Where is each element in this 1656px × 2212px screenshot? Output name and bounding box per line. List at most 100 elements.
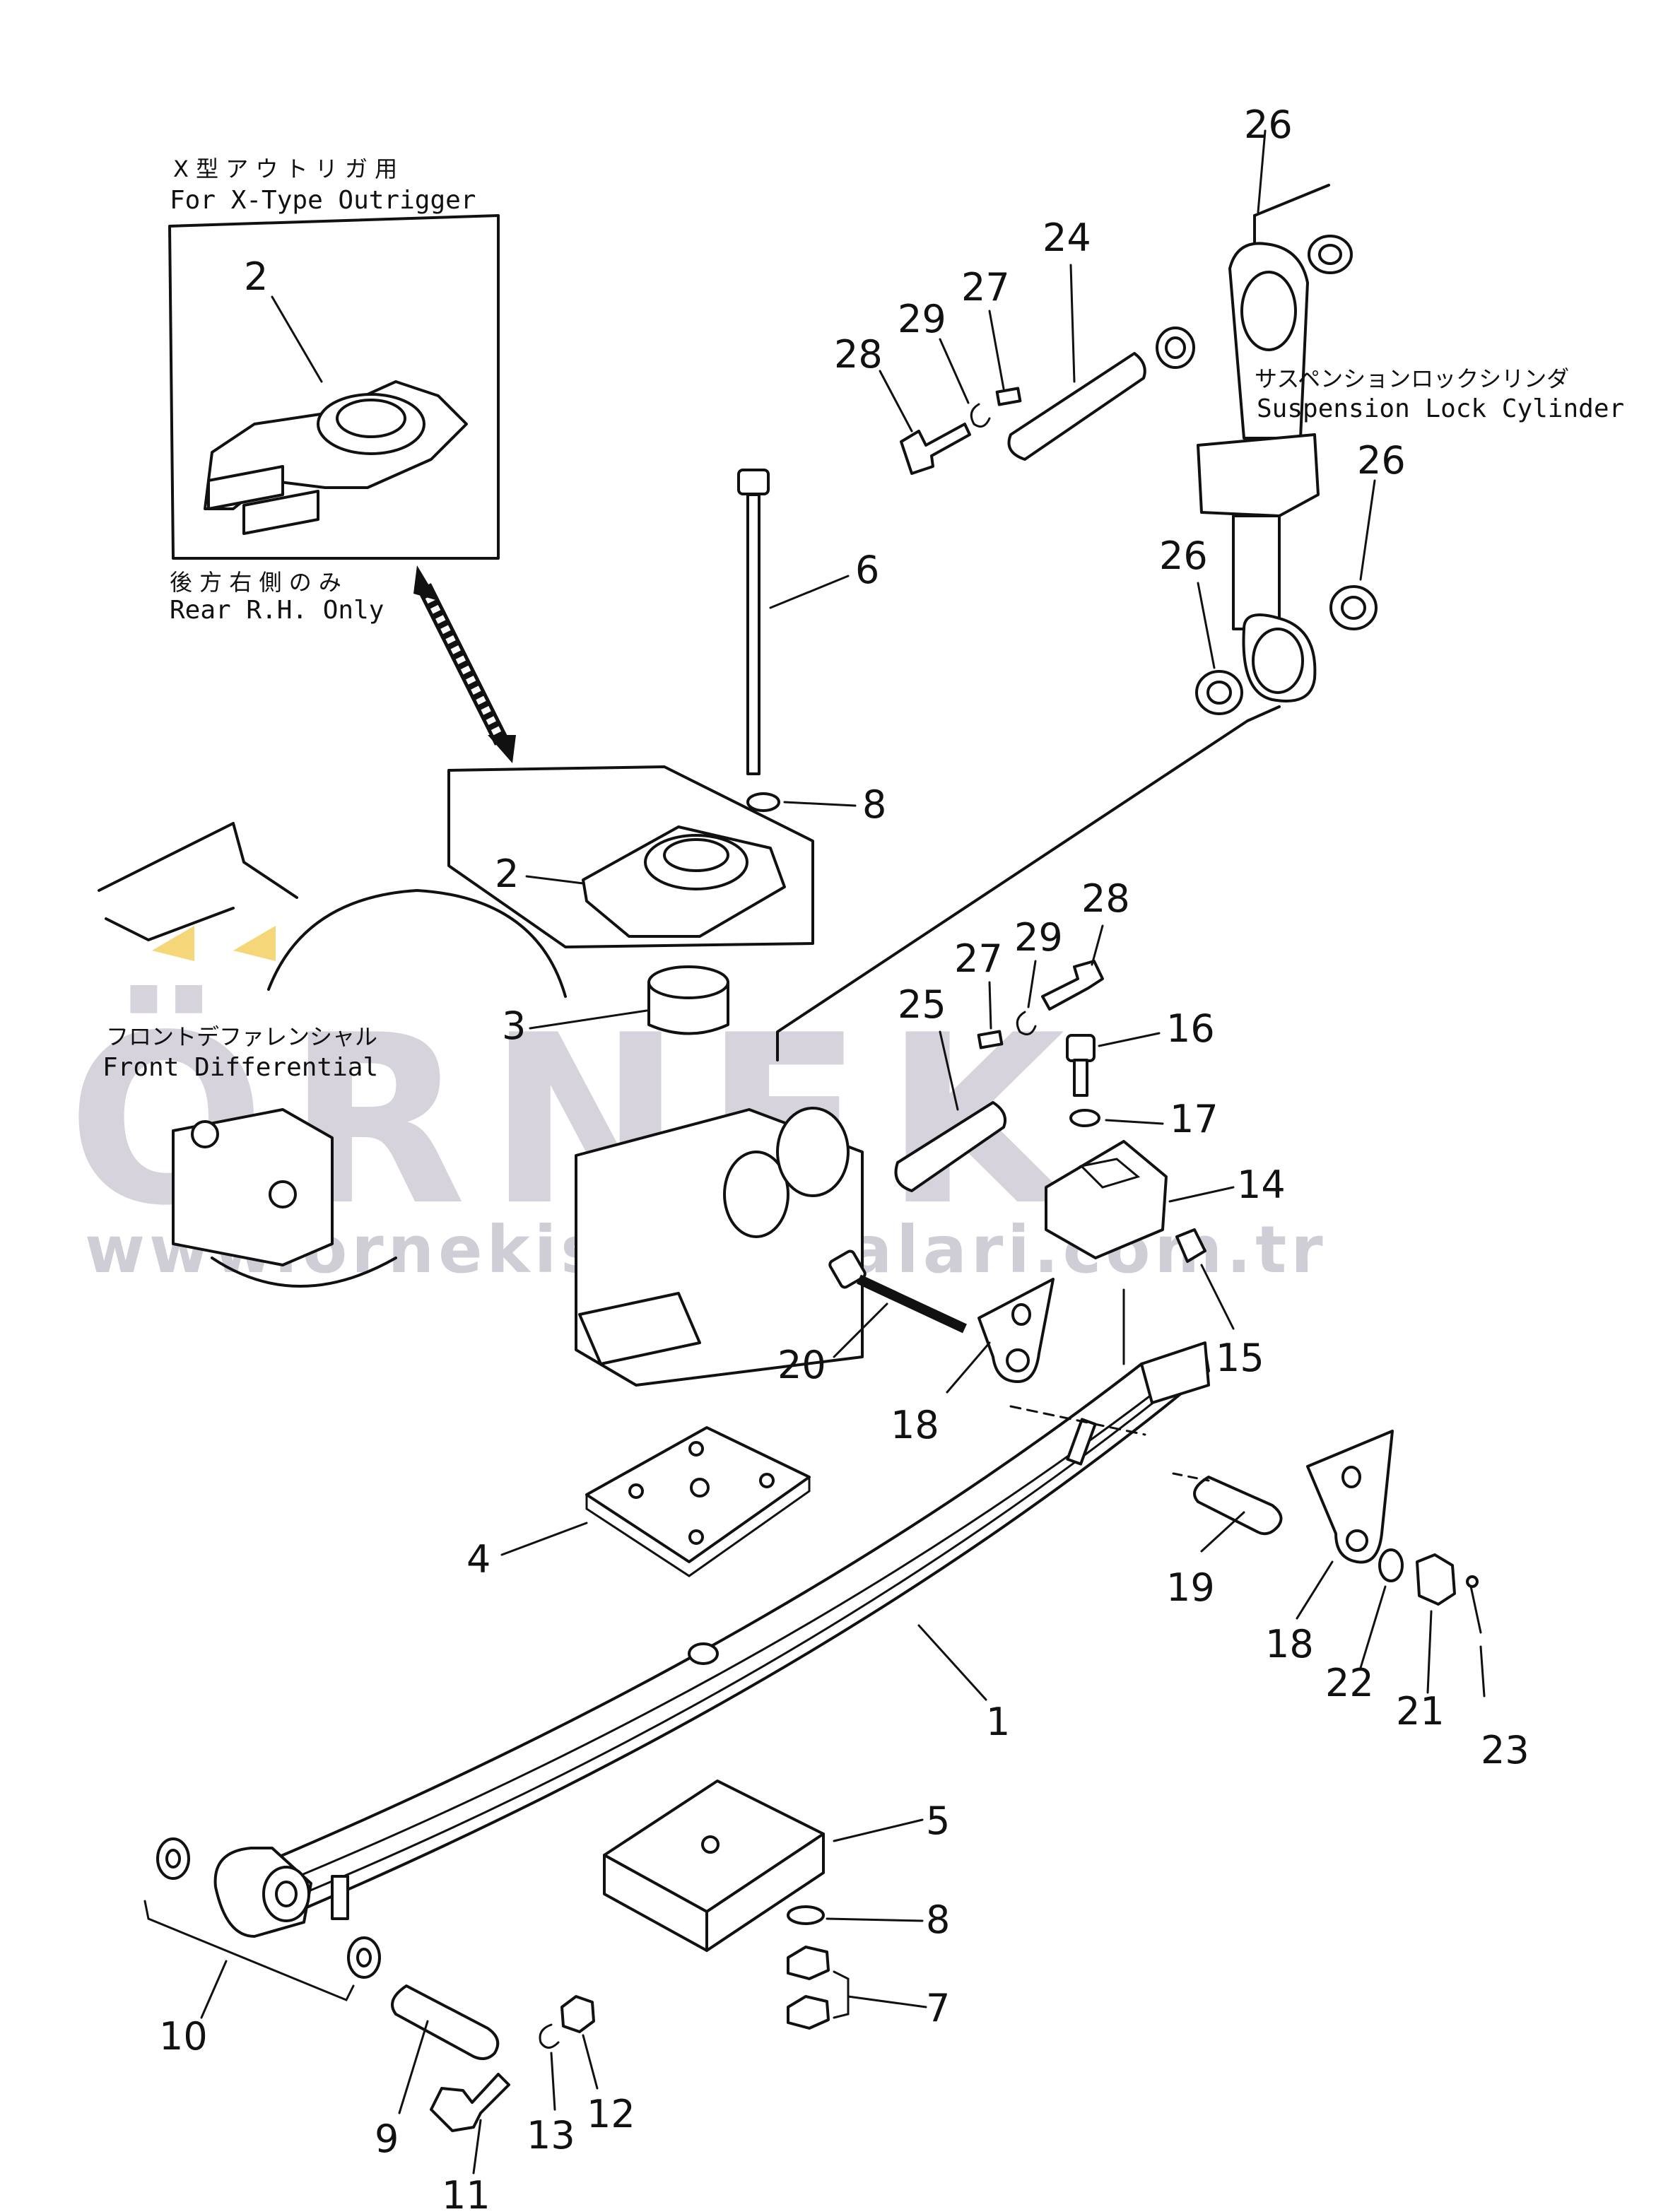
front-differential: フロントデファレンシャル Front Differential	[98, 822, 864, 1387]
bolt-28-top	[900, 423, 971, 475]
diff-outline-top	[98, 822, 298, 899]
callout-20: 20	[777, 1343, 826, 1387]
callout-13: 13	[527, 2113, 575, 2158]
callout-2-inset: 2	[244, 254, 268, 299]
inset-tab-2	[242, 490, 319, 535]
pin-24-group: 24 27 29 28	[834, 216, 1146, 475]
bolt-20-group: 20	[777, 1249, 967, 1387]
pin-24	[1007, 352, 1146, 461]
bracket-18-left: 18	[891, 1278, 1146, 1447]
cylinder-jp: サスペンションロックシリンダ	[1255, 365, 1569, 392]
inset-x-type: X 型 ア ウ ト リ ガ 用 For X-Type Outrigger 2 後…	[168, 155, 500, 625]
callout-8-top: 8	[862, 782, 886, 827]
diff-outline-mid	[105, 907, 235, 941]
cyl-bracket-top	[1253, 184, 1330, 217]
nut-21	[1416, 1553, 1456, 1606]
inset-leader-2	[271, 295, 323, 383]
callout-18-right: 18	[1265, 1622, 1314, 1666]
pin-19	[1193, 1476, 1283, 1536]
diff-housing-lower	[211, 1257, 397, 1288]
diff-pivot-left	[723, 1151, 789, 1238]
callout-8-bottom: 8	[926, 1898, 950, 1942]
callout-3: 3	[502, 1004, 526, 1048]
inset-tab-1	[207, 465, 284, 510]
inset-note-jp: 後 方 右 側 の み	[170, 569, 341, 596]
callout-25: 25	[898, 982, 946, 1027]
callout-29-mid: 29	[1014, 915, 1063, 960]
front-diff-en: Front Differential	[102, 1053, 378, 1082]
ring-29-top	[970, 403, 991, 428]
clip-27-top	[995, 387, 1022, 406]
callout-7: 7	[926, 1986, 950, 2030]
inset-frame	[168, 214, 500, 560]
bolt-28-mid	[1041, 960, 1104, 1011]
callout-18-left: 18	[891, 1403, 939, 1447]
ring-29-mid	[1016, 1011, 1037, 1036]
suspension-cylinder: サスペンションロックシリンダ Suspension Lock Cylinder	[776, 184, 1624, 1061]
inset-bearing-inner	[336, 399, 406, 438]
cap-3-group: 3	[502, 965, 729, 1048]
spring-clip-2	[1066, 1418, 1097, 1466]
plug-15	[1175, 1228, 1206, 1263]
diff-pivot-right	[776, 1107, 850, 1197]
ring-13	[539, 2023, 560, 2049]
bracket-18-right-plate	[1306, 1430, 1394, 1564]
block-14	[1045, 1140, 1168, 1259]
inset-note-en: Rear R.H. Only	[170, 596, 384, 625]
pad-5-group: 5	[603, 1779, 950, 1952]
callout-4: 4	[466, 1537, 491, 1582]
leaf-spring-1: 1	[213, 1288, 1210, 1938]
cyl-base-eye-hole	[1252, 628, 1304, 694]
callout-22: 22	[1325, 1661, 1374, 1705]
washer-17	[1069, 1109, 1100, 1127]
callout-26-right: 26	[1357, 438, 1406, 483]
callout-29-top: 29	[898, 297, 946, 341]
bolt-11	[430, 2073, 510, 2132]
inset-title-en: For X-Type Outrigger	[170, 186, 476, 215]
bolt-16-shank	[1073, 1059, 1088, 1097]
pad-4-group: 4	[466, 1426, 811, 1582]
bushings-26: 26 26 26	[1156, 102, 1406, 715]
block-14-group: 16 17 14 15	[1045, 1006, 1286, 1380]
inset-title-jp: X 型 ア ウ ト リ ガ 用	[173, 155, 397, 182]
plate-2-group: 2	[447, 765, 814, 948]
plate-box	[447, 765, 814, 948]
eye-hardware: 10 9 11 13 12	[143, 1837, 635, 2212]
cylinder-en: Suspension Lock Cylinder	[1257, 394, 1624, 423]
callout-10: 10	[159, 2014, 208, 2059]
spring-end-block	[1140, 1341, 1210, 1404]
callout-2-plate: 2	[495, 852, 519, 896]
callout-27-mid: 27	[954, 936, 1003, 981]
bolt-16-head	[1066, 1034, 1096, 1062]
callout-16: 16	[1166, 1006, 1215, 1051]
callout-26-left: 26	[1159, 534, 1208, 578]
cyl-barrel	[1232, 514, 1281, 630]
callout-14: 14	[1237, 1163, 1286, 1207]
callout-15: 15	[1216, 1336, 1264, 1380]
washer-22	[1378, 1548, 1404, 1582]
callout-6: 6	[855, 548, 879, 592]
callout-28-top: 28	[834, 332, 883, 377]
callout-17: 17	[1170, 1097, 1218, 1141]
plate-2-bearing-inner	[663, 838, 729, 872]
bolt-6-shank	[746, 493, 761, 775]
callout-12: 12	[587, 2092, 635, 2136]
callout-23: 23	[1481, 1728, 1529, 1772]
watermark-accent-1	[152, 926, 194, 961]
bolt-6-head	[737, 469, 770, 495]
bracket-18-right: 18 22 21 23	[1265, 1430, 1529, 1772]
washer-8-top	[746, 792, 780, 812]
cyl-rod-eye-hole	[1240, 271, 1297, 351]
cyl-body	[1197, 433, 1320, 517]
callout-1: 1	[986, 1700, 1010, 1744]
diff-housing-arc	[267, 889, 567, 998]
nut-7-upper	[787, 1946, 830, 1980]
callout-28-mid: 28	[1081, 876, 1130, 921]
washer-8-bottom	[787, 1905, 825, 1925]
cap-3-top	[647, 965, 729, 999]
callout-11: 11	[442, 2173, 491, 2212]
front-diff-jp: フロントデファレンシャル	[106, 1023, 377, 1050]
watermark-accent-2	[233, 926, 276, 961]
